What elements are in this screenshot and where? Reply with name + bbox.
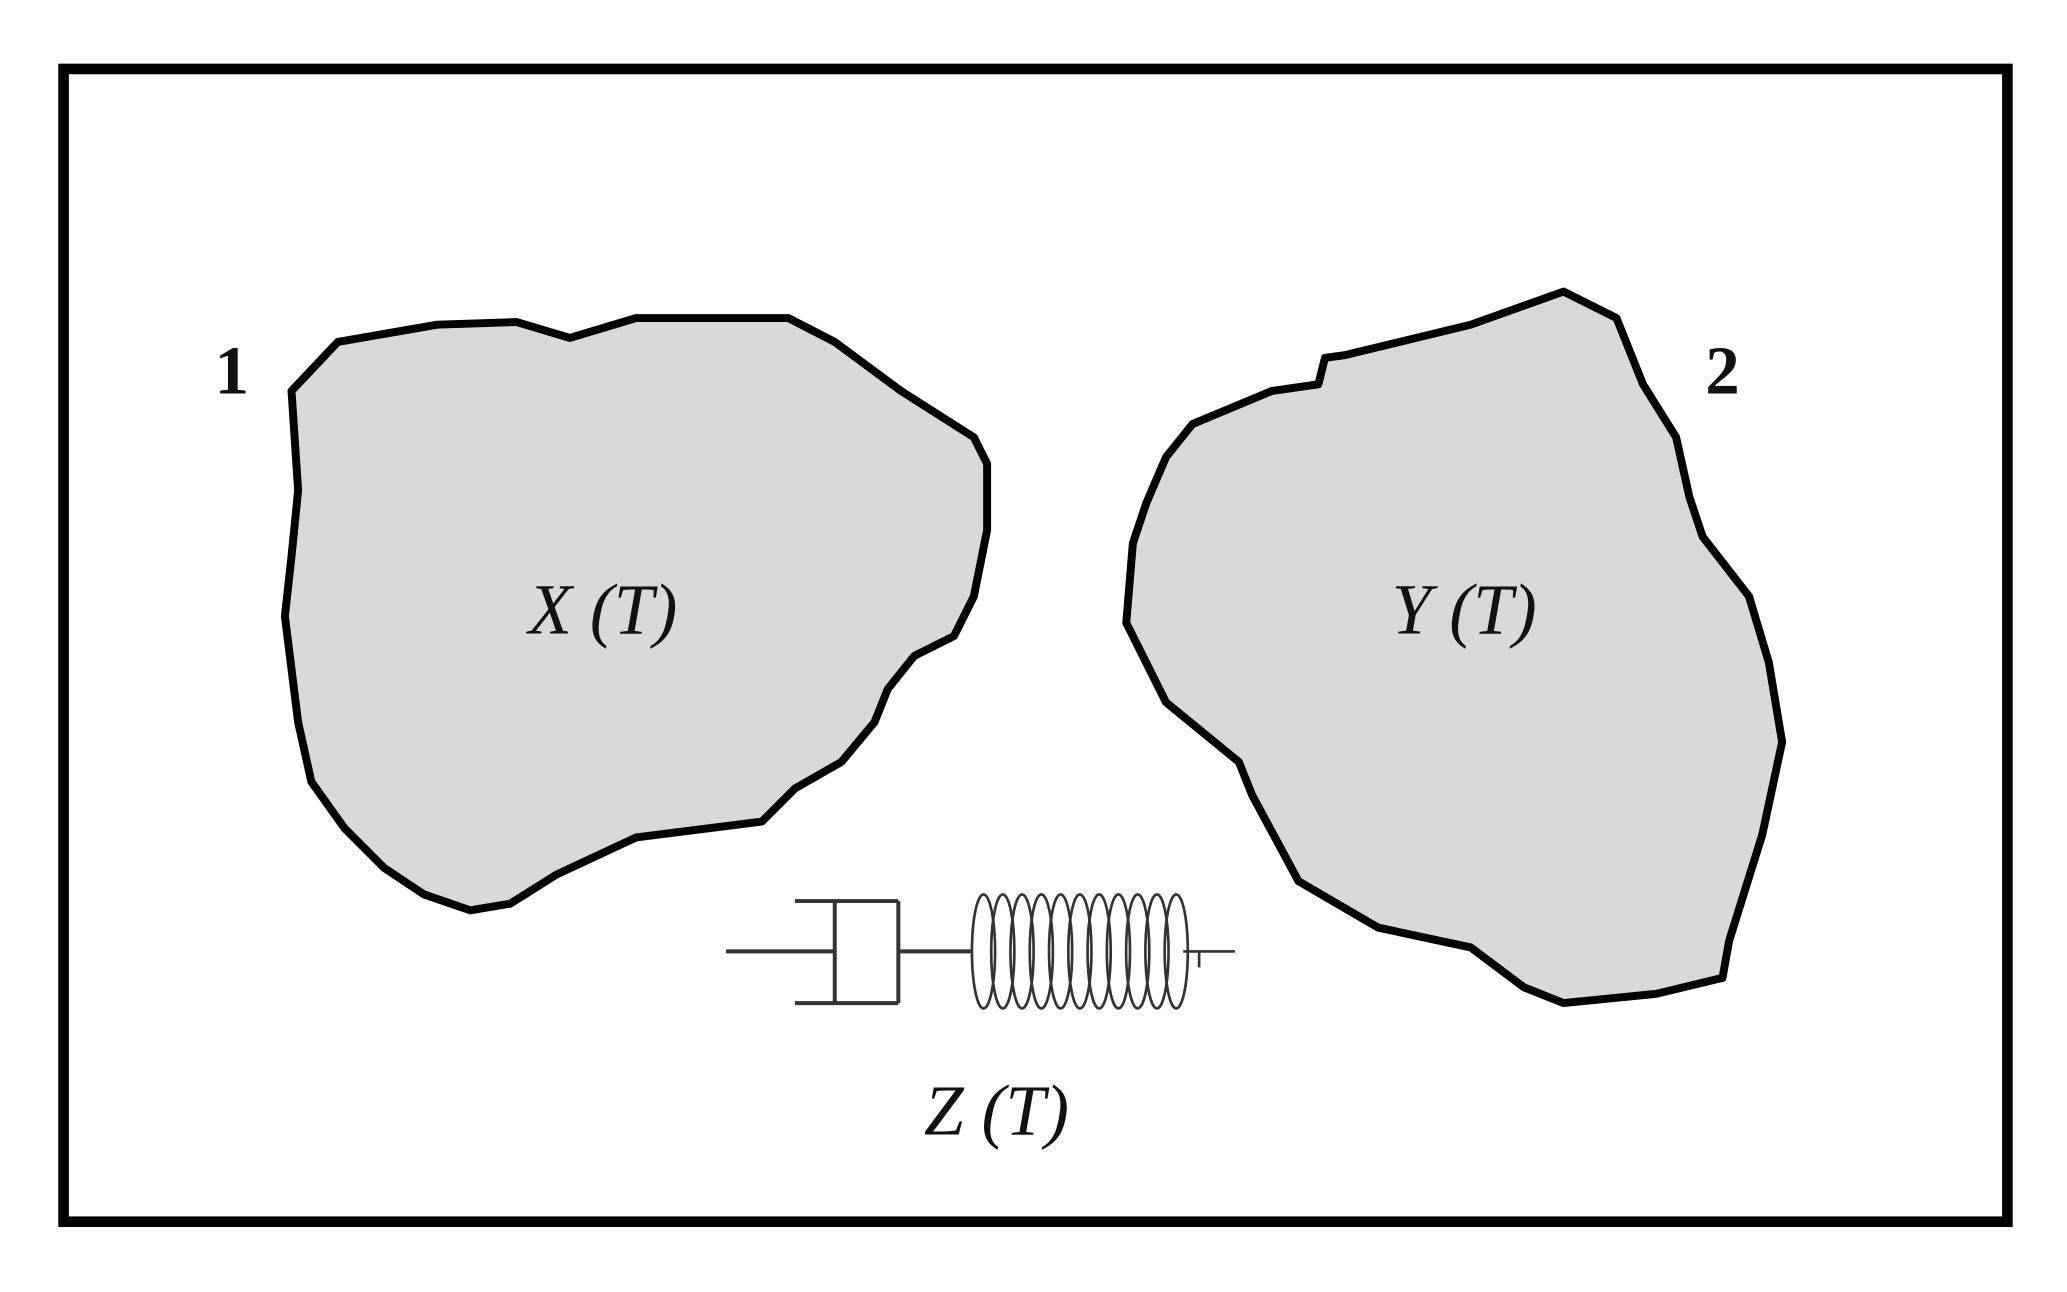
spring-coil	[1028, 893, 1055, 1010]
body-2-shape	[1122, 287, 1787, 1008]
body-2-label: Y (T)	[1392, 570, 1537, 649]
dashpot-icon	[726, 899, 972, 1006]
spring-coil	[1086, 893, 1113, 1010]
spring-coil	[1105, 893, 1132, 1010]
body-1-label: X (T)	[525, 570, 677, 649]
spring-coil	[1009, 893, 1035, 1010]
spring-coil	[989, 893, 1016, 1010]
spring-icon	[970, 893, 1235, 1010]
spring-coil	[1047, 893, 1074, 1010]
body-1-number: 1	[215, 333, 249, 409]
spring-coil	[1066, 893, 1093, 1010]
spring-end-rod	[1183, 950, 1235, 968]
spring-coil	[1144, 893, 1170, 1010]
body-1-shape	[280, 314, 992, 915]
spring-coil	[970, 893, 997, 1010]
spring-coil	[1124, 893, 1151, 1010]
body-2-number: 2	[1705, 333, 1739, 409]
coupling-label: Z (T)	[924, 1071, 1069, 1150]
